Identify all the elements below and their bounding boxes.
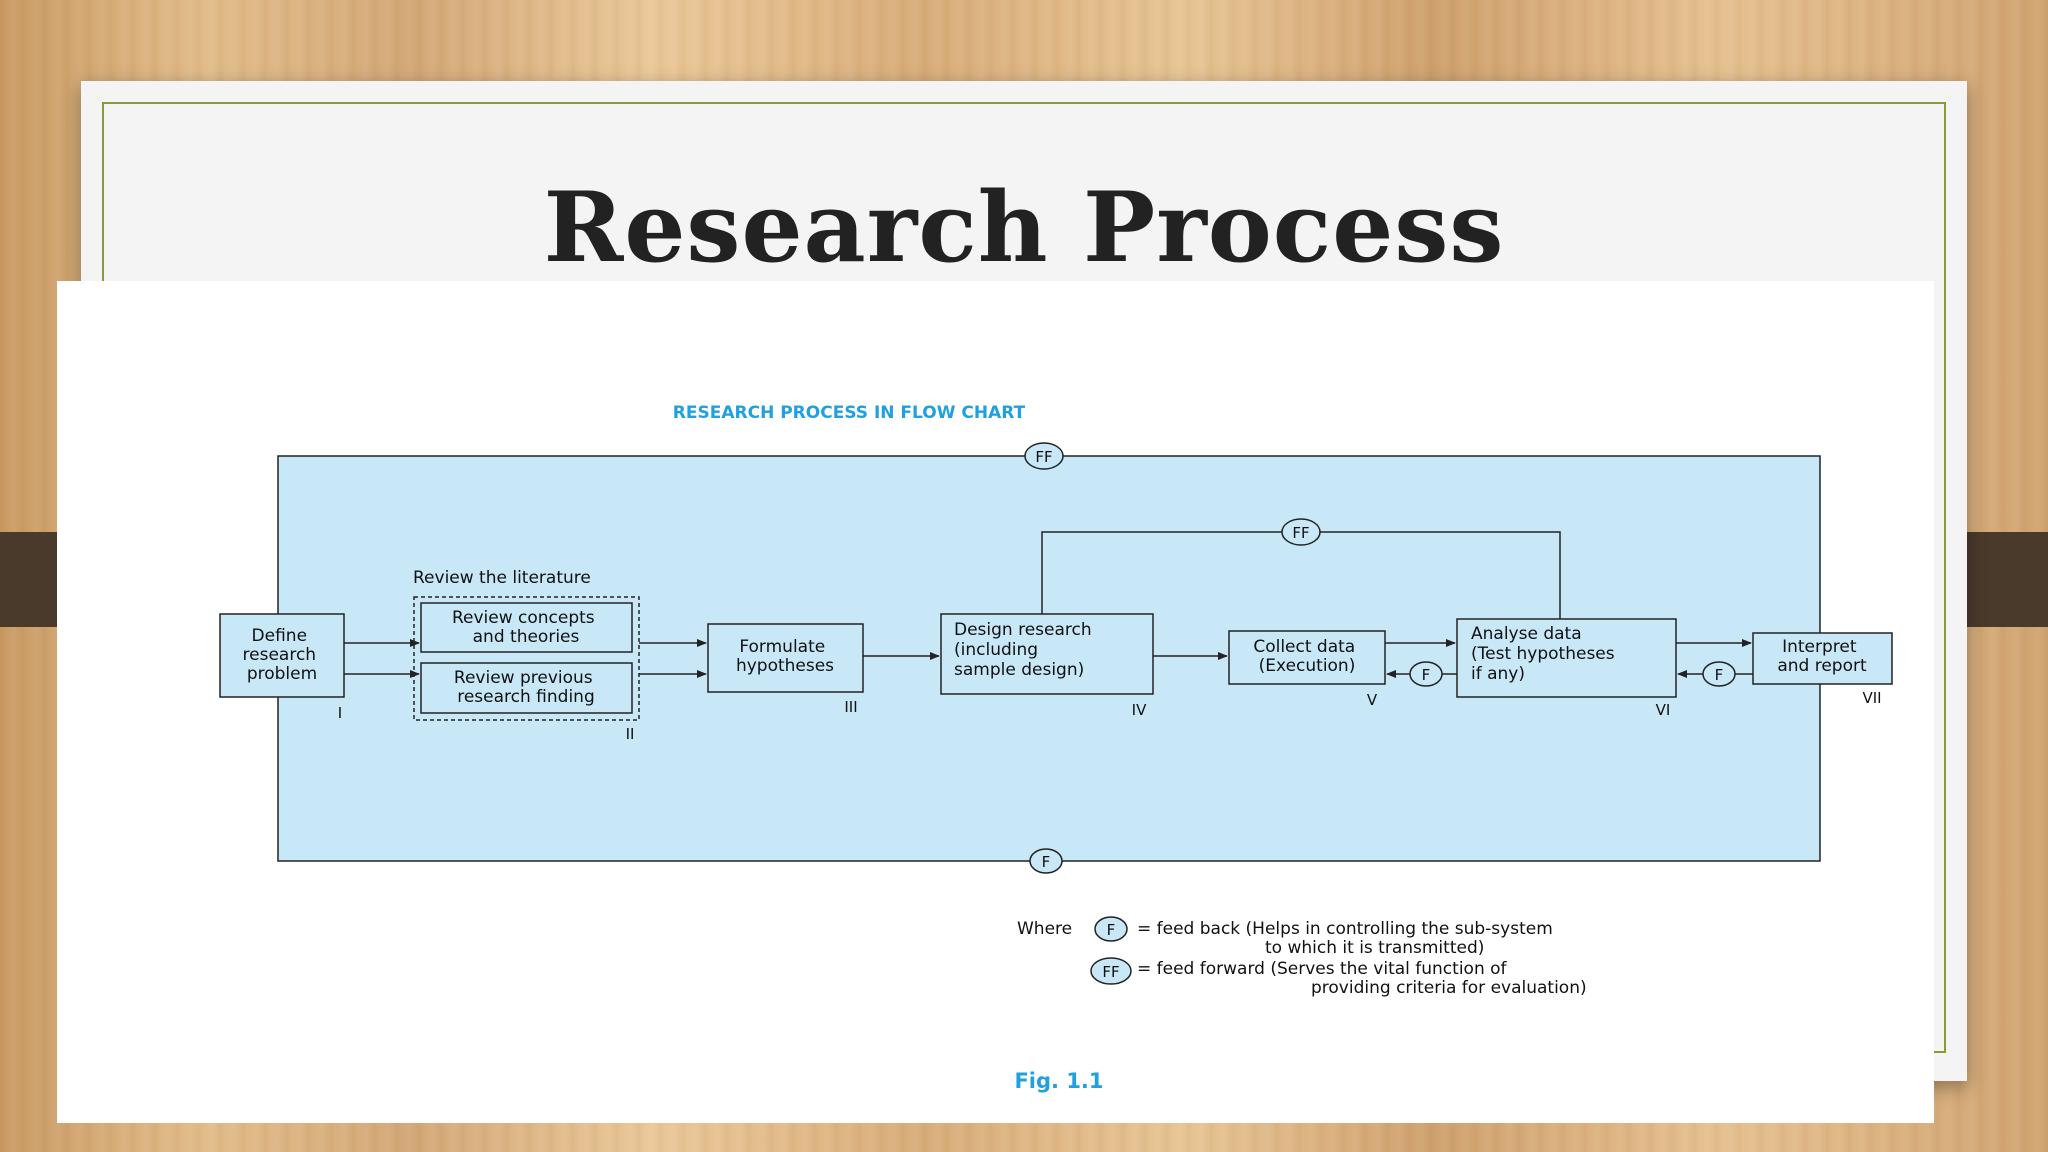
feedback-bottom-symbol: F <box>1029 848 1063 874</box>
legend-feedforward-line1: = feed forward (Serves the vital functio… <box>1137 959 1508 979</box>
svg-text:F: F <box>1715 666 1724 684</box>
numeral-iv: IV <box>1132 701 1147 719</box>
step-review-previous: Review previous research finding <box>420 662 633 714</box>
svg-text:Interpret and report: Interpret and report <box>1777 637 1867 676</box>
svg-text:FF: FF <box>1102 963 1119 981</box>
step-review-concepts: Review concepts and theories <box>420 602 633 653</box>
svg-text:Review previous resear: Review previous research finding <box>454 668 598 707</box>
figure-caption: Fig. 1.1 <box>1014 1069 1103 1093</box>
legend-feed-forward-symbol: FF <box>1090 957 1132 985</box>
step-formulate-hypotheses: Formulate hypotheses <box>707 623 864 693</box>
flowchart-svg: RESEARCH PROCESS IN FLOW CHART FF F FF R… <box>219 403 1893 1093</box>
step-interpret-and-report: Interpret and report <box>1752 632 1893 685</box>
svg-text:F: F <box>1422 666 1431 684</box>
svg-text:FF: FF <box>1035 448 1052 466</box>
svg-text:F: F <box>1042 853 1051 871</box>
svg-text:F: F <box>1107 921 1116 939</box>
svg-text:Collect data (Executio: Collect data (Execution) <box>1253 637 1360 676</box>
numeral-vi: VI <box>1656 701 1671 719</box>
svg-text:FF: FF <box>1292 524 1309 542</box>
step-analyse-data: Analyse data (Test hypotheses if any) <box>1456 618 1677 698</box>
legend-where: Where <box>1017 919 1072 939</box>
step-define-research-problem: Define research problem <box>219 613 345 698</box>
svg-text:Analyse data (Test hyp: Analyse data (Test hypotheses if any) <box>1471 624 1620 684</box>
step-collect-data: Collect data (Execution) <box>1228 630 1386 685</box>
literature-heading: Review the literature <box>413 568 591 588</box>
legend-feedback-line2: to which it is transmitted) <box>1265 938 1484 958</box>
legend-feedforward-line2: providing criteria for evaluation) <box>1311 978 1587 998</box>
feedback-symbol-analyse: F <box>1702 661 1736 687</box>
feed-forward-loop-symbol: FF <box>1281 518 1321 546</box>
feedback-symbol-collect: F <box>1409 661 1443 687</box>
numeral-i: I <box>338 704 342 722</box>
chart-title: RESEARCH PROCESS IN FLOW CHART <box>673 403 1026 423</box>
legend-feedback-symbol: F <box>1094 916 1128 942</box>
svg-text:Define research: Define research problem <box>243 626 322 684</box>
flowchart-figure: RESEARCH PROCESS IN FLOW CHART FF F FF R… <box>57 281 1934 1123</box>
numeral-vii: VII <box>1862 689 1881 707</box>
numeral-ii: II <box>626 725 635 743</box>
background-band-left <box>0 532 58 627</box>
feed-forward-top-symbol: FF <box>1024 442 1064 470</box>
numeral-v: V <box>1367 691 1378 709</box>
legend-feedback-line1: = feed back (Helps in controlling the su… <box>1137 919 1553 939</box>
legend: Where F = feed back (Helps in controllin… <box>1017 916 1587 998</box>
svg-text:Formulate hypotheses: Formulate hypotheses <box>736 637 834 676</box>
literature-group <box>413 596 640 721</box>
step-design-research: Design research (including sample design… <box>940 613 1154 695</box>
svg-text:Review concepts and th: Review concepts and theories <box>452 608 600 647</box>
numeral-iii: III <box>844 698 857 716</box>
svg-text:Design research (inclu: Design research (including sample design… <box>954 620 1097 680</box>
slide-title: Research Process <box>543 171 1505 284</box>
